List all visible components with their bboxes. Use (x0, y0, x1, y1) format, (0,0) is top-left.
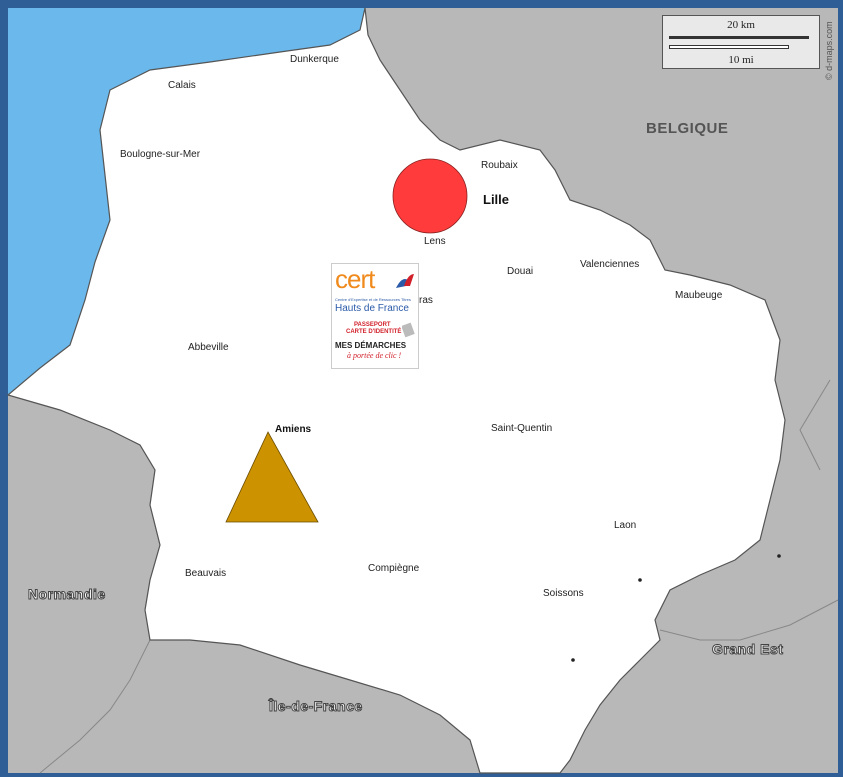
scale-km-label: 20 km (727, 19, 755, 31)
border-normandie-idf (39, 639, 151, 774)
map-dot (571, 658, 575, 662)
border-grand-est-north (799, 379, 831, 471)
hauts-de-france-region (6, 7, 786, 774)
city-label-abbeville: Abbeville (188, 342, 229, 353)
country-label-belgique: BELGIQUE (646, 120, 729, 137)
lille-marker-circle[interactable] (392, 158, 468, 234)
city-label-maubeuge: Maubeuge (675, 290, 723, 301)
city-label-calais: Calais (168, 80, 196, 91)
region-label-grand-est: Grand Est (711, 641, 784, 658)
map-dot (638, 578, 642, 582)
scale-bar-box: 20 km 10 mi (662, 15, 820, 69)
card-icon (402, 322, 415, 338)
map-credit: © d-maps.com (824, 21, 834, 80)
city-label-lille[interactable]: Lille (483, 192, 510, 207)
cert-logo-clic: à portée de clic ! (347, 351, 402, 360)
cert-logo-passeport: PASSEPORT (354, 322, 391, 328)
cert-logo-cni: CARTE D'IDENTITÉ (346, 329, 402, 335)
cert-logo[interactable]: cert Centre d'Expertise et de Ressources… (331, 263, 419, 369)
city-label-dunkerque: Dunkerque (290, 54, 339, 65)
map-dot (777, 554, 781, 558)
cert-logo-demarches: MES DÉMARCHES (335, 341, 407, 350)
city-label-compiegne: Compiègne (368, 563, 420, 574)
city-label-amiens[interactable]: Amiens (275, 424, 312, 435)
city-label-saint-quentin: Saint-Quentin (491, 423, 553, 434)
city-label-valenciennes: Valenciennes (580, 259, 640, 270)
flag-swoosh-icon (396, 274, 414, 288)
city-label-arras-fragment: ras (419, 295, 433, 306)
scale-mi-bar (669, 45, 789, 49)
city-label-lens: Lens (424, 236, 446, 247)
city-label-beauvais: Beauvais (185, 568, 227, 579)
border-grand-est (659, 599, 839, 641)
scale-mi-label: 10 mi (728, 54, 754, 66)
region-label-ile-de-france: Île-de-France (269, 698, 363, 715)
region-label-normandie: Normandie (28, 586, 106, 603)
city-label-boulogne: Boulogne-sur-Mer (120, 149, 201, 160)
scale-km-bar (669, 36, 809, 39)
sea (8, 8, 365, 395)
cert-logo-region: Hauts de France (335, 303, 409, 314)
city-label-douai: Douai (507, 266, 534, 277)
city-label-roubaix: Roubaix (481, 160, 518, 171)
city-label-soissons: Soissons (543, 588, 584, 599)
cert-logo-word: cert (335, 264, 375, 294)
city-label-laon: Laon (614, 520, 637, 531)
cert-logo-tagline: Centre d'Expertise et de Ressources Titr… (335, 297, 411, 302)
amiens-marker-triangle[interactable] (225, 431, 319, 523)
